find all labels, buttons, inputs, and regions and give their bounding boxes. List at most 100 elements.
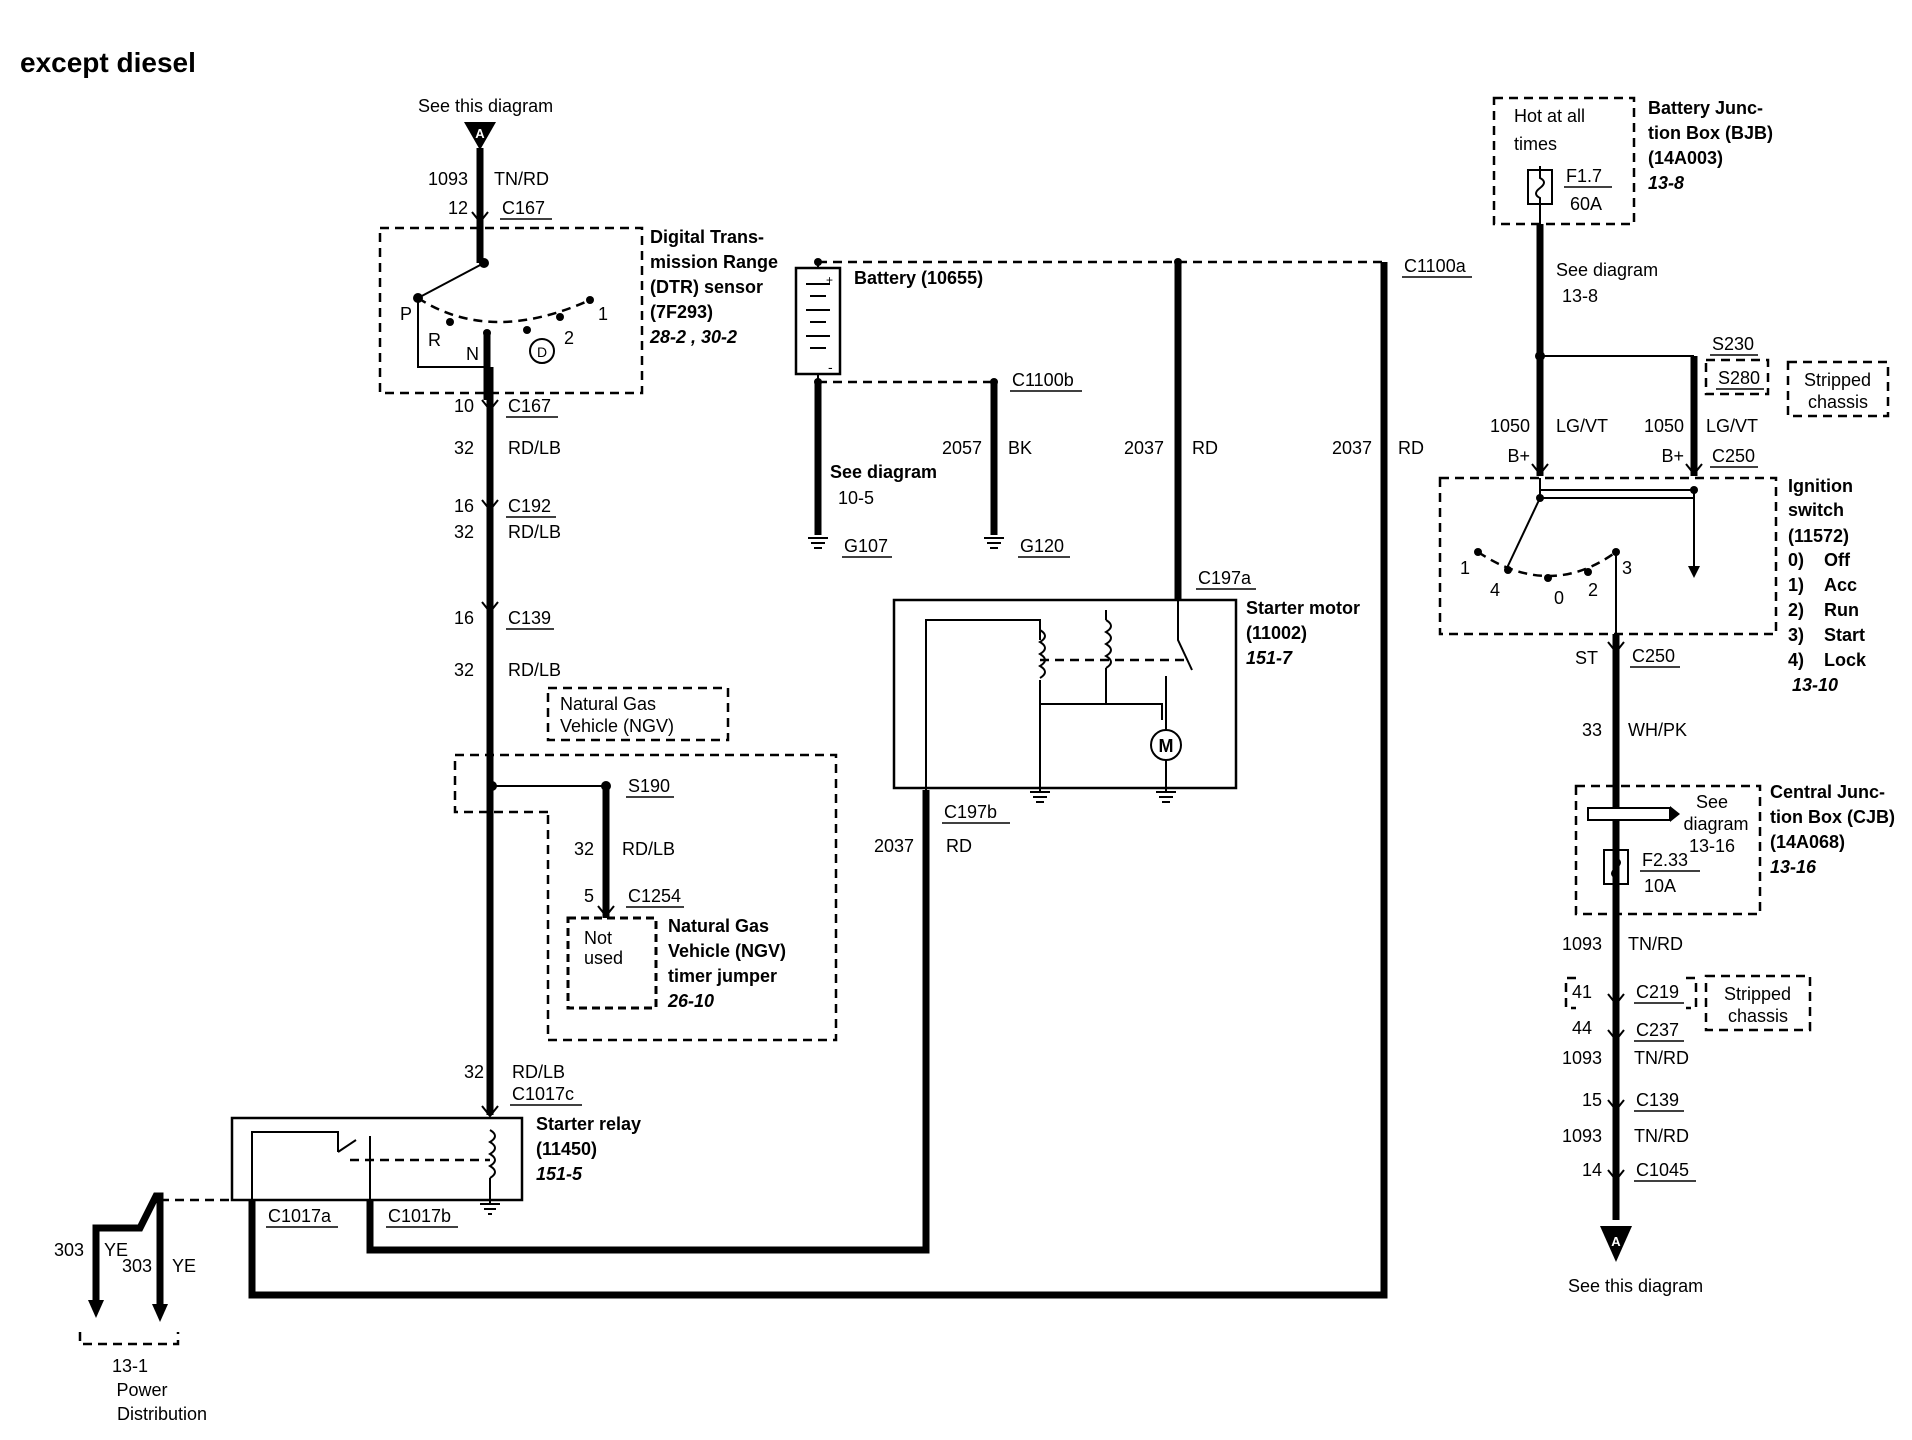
starter-relay-box — [230, 1116, 524, 1202]
right-2037-number: 2037 — [1332, 438, 1372, 458]
wire-1093-color: TN/RD — [494, 169, 549, 189]
relay-title-line2: (11450) — [536, 1139, 597, 1159]
dtr-switch-arc — [417, 296, 591, 324]
dtr-sensor-box — [378, 226, 644, 395]
bjb-hot-line1: Hot at all — [1514, 106, 1585, 126]
c1017c-connector: C1017c — [512, 1084, 574, 1104]
wire-2057-number: 2057 — [942, 438, 982, 458]
cjb-title-line3: (14A068) — [1770, 832, 1845, 852]
ign-wire2-color: LG/VT — [1706, 416, 1758, 436]
ign-wire1-color: LG/VT — [1556, 416, 1608, 436]
ngv-not-used-line2: used — [584, 948, 623, 968]
ign-bplus-1: B+ — [1507, 446, 1530, 466]
dtr-pos-2: 2 — [564, 328, 574, 348]
page-title: except diesel — [20, 47, 196, 78]
motor-b-wire-number: 2037 — [874, 836, 914, 856]
wire-2037-rd-starter — [366, 790, 930, 1254]
motor-title-line1: Starter motor — [1246, 598, 1360, 618]
connector-a-bottom-arrow — [1600, 1226, 1632, 1262]
battery-see-line1: See diagram — [830, 462, 937, 482]
rb-wire3-color: TN/RD — [1634, 1126, 1689, 1146]
c1045-pin: 14 — [1582, 1160, 1602, 1180]
s190-splice: S190 — [628, 776, 670, 796]
c167-bottom-pin: 10 — [454, 396, 474, 416]
c237-pin: 44 — [1572, 1018, 1592, 1038]
cjb-see-line1: See — [1696, 792, 1728, 812]
c192-wire-number: 32 — [454, 522, 474, 542]
dtr-title-line4: (7F293) — [650, 302, 713, 322]
pd-wire2-color: YE — [172, 1256, 196, 1276]
bjb-see-line1: See diagram — [1556, 260, 1658, 280]
ign-state-2-text: Run — [1824, 600, 1859, 620]
ignition-switch-arc — [1477, 550, 1617, 578]
ignition-switch-arm — [1505, 497, 1541, 571]
dtr-title-line3: (DTR) sensor — [650, 277, 763, 297]
battery-see-line2: 10-5 — [838, 488, 874, 508]
splice-s230: S230 — [1712, 334, 1754, 354]
c1100a-connector: C1100a — [1404, 256, 1467, 276]
c219-pin: 41 — [1572, 982, 1592, 1002]
ngv-not-used-box — [566, 916, 658, 1010]
ground-g120: G120 — [1020, 536, 1064, 556]
c167-bottom-connector: C167 — [508, 396, 551, 416]
relay-title-line1: Starter relay — [536, 1114, 641, 1134]
starter-motor-box — [892, 598, 1238, 790]
cjb-title-line1: Central Junc- — [1770, 782, 1885, 802]
stripped-chassis-box-top — [1786, 360, 1890, 418]
ignition-title-line1: Ignition — [1788, 476, 1853, 496]
left-wire-32-color: RD/LB — [508, 438, 561, 458]
motor-wire-color: RD — [1192, 438, 1218, 458]
motor-ref: 151-7 — [1246, 648, 1293, 668]
ign-st-wire-number: 33 — [1582, 720, 1602, 740]
c192-pin: 16 — [454, 496, 474, 516]
rb-wire2-color: TN/RD — [1634, 1048, 1689, 1068]
connector-a-bottom-letter: A — [1611, 1234, 1621, 1249]
c139-left-connector: C139 — [508, 608, 551, 628]
ngv-jumper-ref: 26-10 — [667, 991, 714, 1011]
pd-line3: Distribution — [117, 1404, 207, 1424]
cjb-title-line2: tion Box (CJB) — [1770, 807, 1895, 827]
stripped-chassis-box-bottom — [1704, 974, 1812, 1032]
c1254-pin: 5 — [584, 886, 594, 906]
relay-wire-number: 32 — [464, 1062, 484, 1082]
dtr-pos-1: 1 — [598, 304, 608, 324]
fuse-f1-7-amps: 60A — [1570, 194, 1602, 214]
fuse-f2-33-amps: 10A — [1644, 876, 1676, 896]
motor-b-wire-color: RD — [946, 836, 972, 856]
ign-wire1-number: 1050 — [1490, 416, 1530, 436]
relay-ref: 151-5 — [536, 1164, 583, 1184]
wire-2057-color: BK — [1008, 438, 1032, 458]
ign-bplus-2: B+ — [1661, 446, 1684, 466]
ignition-title-line2: switch — [1788, 500, 1844, 520]
ign-state-2-num: 2) — [1788, 600, 1804, 620]
pd-line1: 13-1 — [112, 1356, 148, 1376]
ign-pos-4: 4 — [1490, 580, 1500, 600]
motor-solenoid-contact — [1177, 600, 1193, 671]
stripped-top-line2: chassis — [1808, 392, 1868, 412]
wire-2037-rd-battery — [248, 262, 1388, 1299]
ngv-option-box — [453, 753, 838, 1042]
c197a-connector: C197a — [1198, 568, 1252, 588]
ign-state-3-num: 3) — [1788, 625, 1804, 645]
c139-right-connector: C139 — [1636, 1090, 1679, 1110]
dtr-pos-n: N — [466, 344, 479, 364]
left-wire-32-number: 32 — [454, 438, 474, 458]
cjb-see-line3: 13-16 — [1689, 836, 1735, 856]
stripped-top-line1: Stripped — [1804, 370, 1871, 390]
ign-pos-3: 3 — [1622, 558, 1632, 578]
ign-state-1-text: Acc — [1824, 575, 1857, 595]
relay-contact — [337, 1139, 357, 1153]
c237-connector: C237 — [1636, 1020, 1679, 1040]
wire-303-ye — [92, 1192, 164, 1310]
bjb-see-line2: 13-8 — [1562, 286, 1598, 306]
ign-st-wire-color: WH/PK — [1628, 720, 1687, 740]
c139-right-pin: 15 — [1582, 1090, 1602, 1110]
bjb-title-line3: (14A003) — [1648, 148, 1723, 168]
cjb-see-line2: diagram — [1683, 814, 1748, 834]
dtr-pos-p: P — [400, 304, 412, 324]
ngv-jumper-line1: Natural Gas — [668, 916, 769, 936]
stripped-bottom-line1: Stripped — [1724, 984, 1791, 1004]
ignition-switch-box — [1438, 476, 1778, 636]
pd-line2: Power — [116, 1380, 167, 1400]
c1254-connector: C1254 — [628, 886, 681, 906]
